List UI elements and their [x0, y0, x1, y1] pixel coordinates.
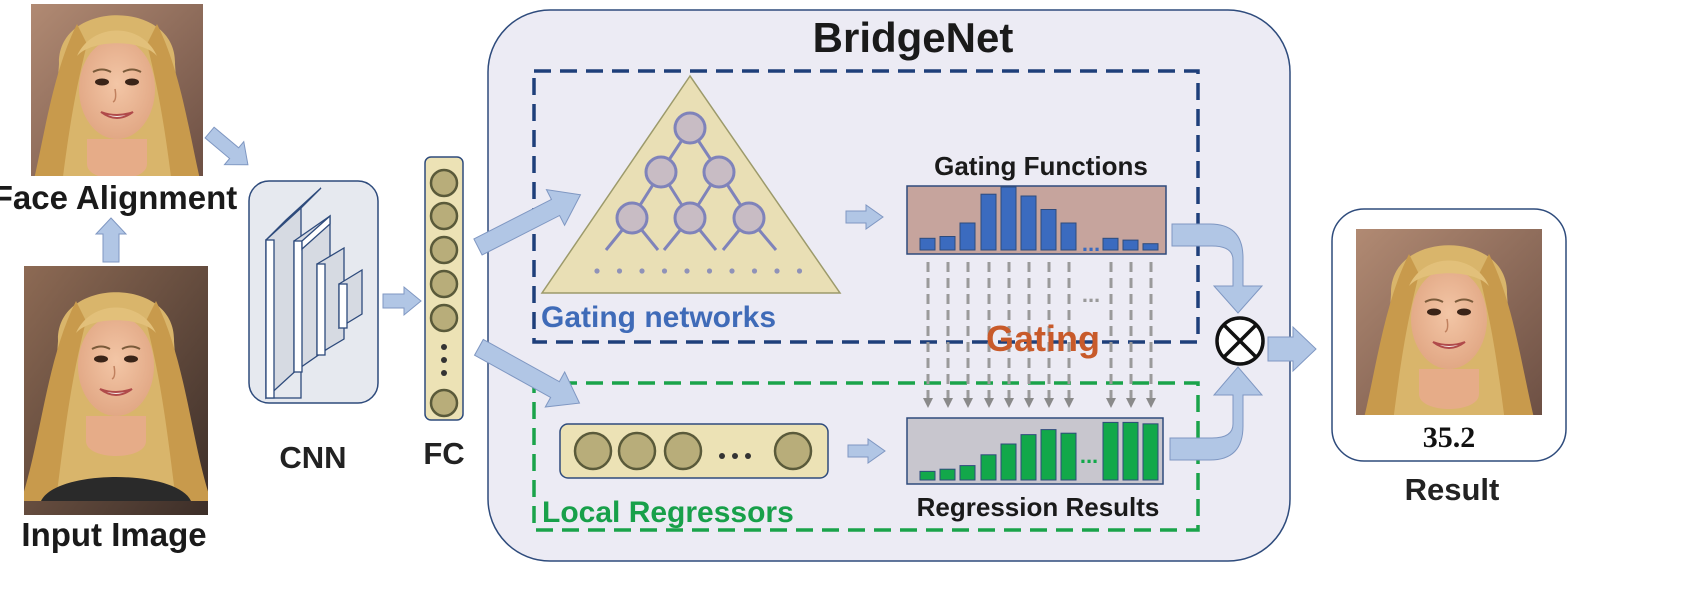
- local-regressor-ellipsis: [719, 453, 751, 459]
- gating-to-multiply-arrow: [1171, 223, 1264, 314]
- fc-to-gating-arrow: [473, 189, 582, 256]
- regression-result-bar: [1060, 432, 1077, 481]
- tree-leaf-dots: [594, 268, 803, 274]
- tree-leaf-dot: [639, 268, 645, 274]
- tree-leaf-dot: [796, 268, 803, 274]
- regression-to-multiply-arrow: [1169, 366, 1264, 461]
- input-image-photo: [24, 266, 208, 515]
- gating-function-bars: [919, 186, 1159, 251]
- tree-leaf-dot: [706, 268, 713, 274]
- face-alignment-label: Face Alignment: [0, 179, 237, 216]
- cnn-layers-icon: [265, 187, 363, 400]
- regression-result-bars: [919, 421, 1159, 481]
- regression-result-bar: [1142, 423, 1159, 481]
- regression-result-bar: [1040, 429, 1057, 481]
- regression-result-bar: [919, 470, 936, 481]
- gating-function-bar: [919, 237, 936, 251]
- fc-ellipsis-dot: [441, 357, 447, 363]
- gating-connection-arrowhead: [1106, 398, 1116, 408]
- face-to-cnn-arrow: [204, 126, 249, 166]
- gating-function-bar: [959, 222, 976, 251]
- tree-leaf-dot: [684, 268, 690, 274]
- gating-connection-arrowhead: [1044, 398, 1054, 408]
- fc-node: [429, 269, 459, 299]
- tree-leaf-dot: [661, 268, 668, 274]
- regression-result-bar: [1000, 443, 1017, 481]
- tree-to-gating-arrow: [845, 204, 884, 230]
- regression-result-bar: [959, 465, 976, 481]
- fc-ellipsis-dot: [441, 344, 447, 350]
- regression-result-bar: [1122, 421, 1139, 481]
- gating-connection-arrowhead: [1004, 398, 1014, 408]
- gating-connection-arrowhead: [963, 398, 973, 408]
- result-label: Result: [1405, 472, 1500, 507]
- fc-node: [429, 303, 459, 333]
- regressors-to-results-arrow: [847, 438, 886, 464]
- gating-tree-nodes: [615, 111, 766, 235]
- tree-leaf-dot: [616, 268, 623, 274]
- gating-function-bar: [1020, 195, 1037, 251]
- fc-label: FC: [423, 436, 464, 471]
- multiply-operator-icon: [1215, 316, 1265, 366]
- gating-function-bar: [980, 193, 997, 251]
- gating-connection-arrowhead: [1146, 398, 1156, 408]
- gating-lines-dots: ...: [1082, 282, 1100, 307]
- fc-node: [429, 388, 459, 418]
- gating-functions-label: Gating Functions: [934, 151, 1148, 181]
- gating-connection-arrowhead: [1064, 398, 1074, 408]
- fc-nodes: [429, 168, 459, 418]
- regression-results-label: Regression Results: [917, 492, 1160, 522]
- gating-function-bar: [1060, 222, 1077, 251]
- predicted-age-value: 35.2: [1423, 421, 1476, 454]
- tree-leaf-dot: [751, 268, 758, 274]
- fc-node: [429, 235, 459, 265]
- gating-connection-arrowhead: [984, 398, 994, 408]
- regression-result-bar: [980, 454, 997, 481]
- fc-node: [429, 168, 459, 198]
- local-regressors-label: Local Regressors: [542, 496, 794, 529]
- fc-to-regressors-arrow: [473, 338, 581, 408]
- fc-node: [429, 201, 459, 231]
- gating-connection-arrowhead: [923, 398, 933, 408]
- regression-result-bar: [1020, 434, 1037, 481]
- bridgenet-title: BridgeNet: [813, 14, 1014, 61]
- regression-result-bar: [1102, 421, 1119, 481]
- tree-leaf-dot: [729, 268, 735, 274]
- tree-leaf-dot: [774, 268, 780, 274]
- gating-connection-arrowhead: [943, 398, 953, 408]
- gating-function-bar: [1142, 243, 1159, 251]
- cnn-to-fc-arrow: [382, 285, 422, 317]
- multiply-to-result-arrow: [1267, 325, 1317, 373]
- gating-function-bar: [939, 236, 956, 251]
- gating-connection-lines: [923, 262, 1156, 408]
- gating-networks-label: Gating networks: [541, 301, 776, 334]
- gating-function-bar: [1122, 239, 1139, 251]
- gating-connection-arrowhead: [1024, 398, 1034, 408]
- gating-label: Gating: [986, 318, 1100, 359]
- tree-leaf-dot: [594, 268, 600, 274]
- align-arrow: [94, 217, 128, 263]
- local-regressor-nodes: [573, 431, 813, 471]
- input-image-label: Input Image: [21, 516, 206, 553]
- gating-bars-dots: ...: [1082, 231, 1100, 256]
- regression-result-bar: [939, 468, 956, 481]
- cnn-label: CNN: [279, 440, 346, 475]
- regression-bars-dots: ...: [1080, 443, 1098, 468]
- gating-function-bar: [1102, 237, 1119, 251]
- gating-function-bar: [1040, 209, 1057, 251]
- gating-function-bar: [1000, 186, 1017, 251]
- fc-ellipsis-dot: [441, 370, 447, 376]
- face-alignment-photo: [31, 4, 203, 176]
- result-photo: [1356, 229, 1542, 415]
- gating-connection-arrowhead: [1126, 398, 1136, 408]
